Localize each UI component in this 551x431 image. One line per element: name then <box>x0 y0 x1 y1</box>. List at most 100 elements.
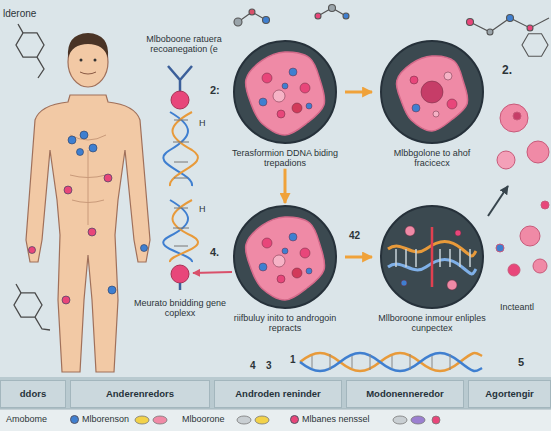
molecule-dots <box>29 247 36 254</box>
callout-number: 4. <box>210 246 219 259</box>
molecule-dots <box>64 186 72 194</box>
top-molecules <box>249 9 255 15</box>
dna-helix <box>300 353 482 371</box>
cell-cluster <box>527 141 549 163</box>
human-figure <box>26 33 150 372</box>
molecule-dot <box>306 103 312 109</box>
molecule-dot <box>300 83 310 93</box>
molecule-dot <box>292 103 302 113</box>
human-figure <box>68 33 108 58</box>
dna-rung <box>415 249 417 267</box>
receptor-dna <box>163 66 232 290</box>
node-picture <box>396 56 467 131</box>
legend-label: Mlboorone <box>182 414 225 424</box>
molecule-dot <box>300 248 310 258</box>
node-text: Modonenneredor <box>363 389 447 400</box>
legend-pills <box>237 416 251 424</box>
legend-item: Mlbanes nenssel <box>290 414 370 424</box>
circle-outline <box>372 203 492 311</box>
legend-pills <box>153 416 167 424</box>
band-panel: Modonenneredor <box>346 380 464 408</box>
molecule-dot <box>259 98 267 106</box>
dna-helix <box>300 353 482 371</box>
binding-mark <box>431 227 434 287</box>
cell-cluster <box>541 201 549 209</box>
molecule-dot <box>282 248 288 254</box>
node-text: riifbuluy inito to androgoin repracts <box>225 311 345 334</box>
molecule-dots <box>68 136 76 144</box>
process-circle: Mlbbgolone to ahof fracicecx <box>372 38 492 169</box>
receptor-dna <box>171 265 189 283</box>
cell-cluster <box>513 112 521 120</box>
circle-outline <box>225 38 345 146</box>
molecule-dot <box>289 68 297 76</box>
corner-label: lderone <box>3 8 36 20</box>
node-disc <box>234 206 336 308</box>
dna-helix <box>312 354 450 370</box>
callout-number: 42 <box>349 230 360 242</box>
node-text: Mlbbgolone to ahof fracicecx <box>372 146 492 169</box>
node-picture <box>246 217 325 300</box>
legend-item: Mlboorone <box>182 414 225 424</box>
molecule-dot <box>306 268 312 274</box>
top-molecules <box>263 17 270 24</box>
node-picture <box>388 226 476 290</box>
node-text: Terasformion DDNA biding trepadions <box>225 146 345 169</box>
process-circle: Terasformion DDNA biding trepadions <box>225 38 345 169</box>
molecule-dot <box>433 111 439 117</box>
molecule-dot <box>412 104 420 112</box>
top-molecules <box>487 29 493 35</box>
band-panel: Anderenredors <box>70 380 210 408</box>
cell-cluster <box>488 104 549 276</box>
callout-number: 2. <box>502 64 512 78</box>
cell-body <box>396 56 467 131</box>
molecule-dots <box>29 131 148 304</box>
legend-label: Mlborenson <box>82 414 129 424</box>
node-disc <box>234 41 336 143</box>
dna-rung <box>449 249 451 267</box>
molecule-dots <box>88 228 96 236</box>
receptor-dna <box>173 208 189 246</box>
cell-body <box>246 217 325 300</box>
callout-number: 4 <box>250 360 256 372</box>
legend-pills <box>135 416 149 424</box>
molecule-dot <box>289 233 297 241</box>
node-text: Mllboroone inmour enliples cunpectex <box>372 311 492 334</box>
molecule-dot <box>273 255 285 267</box>
legend-heading: Amobome <box>6 414 47 424</box>
dna-rung <box>405 249 407 267</box>
legend-swatch <box>290 415 299 424</box>
bottom-band <box>0 377 551 409</box>
top-molecules <box>467 19 474 26</box>
legend-pills <box>135 416 440 424</box>
molecule-dots <box>80 131 88 139</box>
hexagon-molecule <box>14 293 42 317</box>
molecule-dots <box>141 245 148 252</box>
receptor-dna <box>170 200 198 262</box>
hexagon-molecule <box>16 284 21 293</box>
human-figure <box>80 72 96 74</box>
human-figure <box>70 135 106 225</box>
process-circle: riifbuluy inito to androgoin repracts <box>225 203 345 334</box>
node-disc <box>381 206 483 308</box>
cell-cluster <box>496 244 504 252</box>
dna-rung <box>469 249 471 267</box>
molecule-dot <box>292 268 302 278</box>
top-molecules <box>507 15 514 22</box>
human-figure <box>26 95 150 372</box>
molecule-dot <box>405 226 415 236</box>
top-molecules <box>522 34 548 57</box>
flow-arrow <box>284 169 287 203</box>
molecule-dot <box>262 73 272 83</box>
cell-cluster <box>520 226 540 246</box>
hexagon-molecule <box>35 317 50 330</box>
molecule-dots <box>62 296 70 304</box>
circle-outline <box>372 38 492 146</box>
human-figure <box>80 59 83 62</box>
legend-pills <box>432 416 440 424</box>
molecule-dot <box>259 263 267 271</box>
molecule-dot <box>444 72 452 80</box>
node-text: ddors <box>17 389 49 400</box>
